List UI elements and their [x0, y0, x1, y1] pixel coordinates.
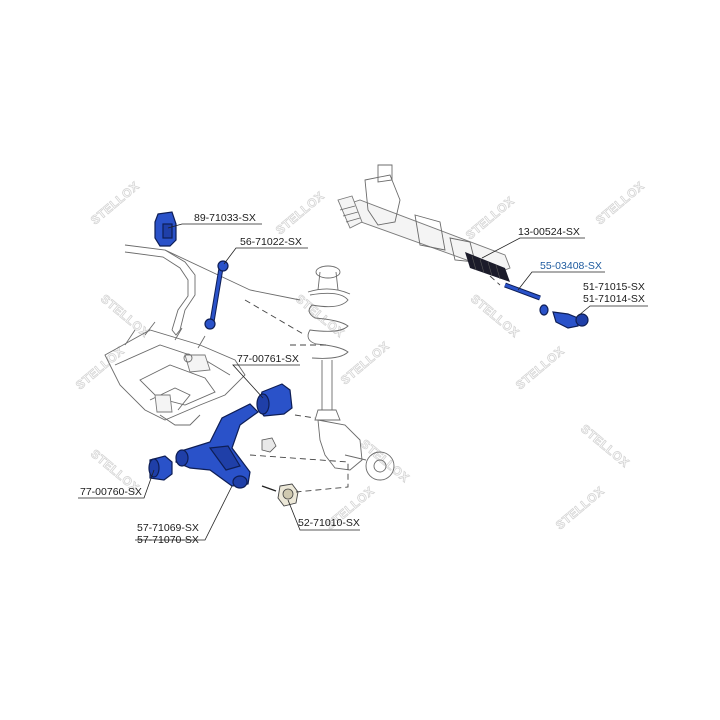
- arm-bushing-front-part[interactable]: [148, 455, 173, 481]
- control-arm-part[interactable]: [175, 403, 259, 489]
- watermark-text: STELLOX: [338, 339, 392, 388]
- label-stabilizer-link[interactable]: 56-71022-SX: [240, 236, 302, 248]
- watermark-text: STELLOX: [73, 344, 127, 393]
- label-stabilizer-bushing[interactable]: 89-71033-SX: [194, 212, 256, 224]
- watermark-text: STELLOX: [593, 179, 647, 228]
- label-tie-rod[interactable]: 55-03408-SX: [540, 260, 602, 272]
- stabilizer-link-part[interactable]: [204, 260, 229, 330]
- ball-joint-part[interactable]: [261, 483, 299, 507]
- label-ball-joint[interactable]: 52-71010-SX: [298, 517, 360, 529]
- rack-boot-part: [465, 252, 510, 282]
- assembly-dash-lines: [244, 275, 501, 493]
- watermark-text: STELLOX: [273, 189, 327, 238]
- stabilizer-bar: [124, 244, 301, 336]
- label-arm-bushing-front[interactable]: 77-00760-SX: [80, 486, 142, 498]
- strut-assembly: [307, 265, 351, 421]
- watermark-text: STELLOX: [468, 292, 522, 341]
- arm-bushing-rear-part[interactable]: [256, 383, 293, 417]
- label-control-arm-b[interactable]: 57-71070-SX: [137, 534, 199, 546]
- label-steering-rack[interactable]: 13-00524-SX: [518, 226, 580, 238]
- knuckle-hub: [317, 419, 395, 481]
- leader-lines: [78, 223, 648, 541]
- bolt-small: [261, 437, 277, 453]
- label-tie-rod-end-a[interactable]: 51-71015-SX: [583, 281, 645, 293]
- watermark-text: STELLOX: [463, 194, 517, 243]
- label-control-arm-a[interactable]: 57-71069-SX: [137, 522, 199, 534]
- part-labels: 89-71033-SX 56-71022-SX 13-00524-SX 55-0…: [80, 212, 645, 546]
- watermark-text: STELLOX: [513, 344, 567, 393]
- watermark-text: STELLOX: [553, 484, 607, 533]
- stabilizer-bushing-part[interactable]: [154, 211, 177, 247]
- label-arm-bushing-rear[interactable]: 77-00761-SX: [237, 353, 299, 365]
- tie-rod-end-part[interactable]: [539, 304, 589, 329]
- tie-rod-part[interactable]: [504, 282, 541, 301]
- watermark-text: STELLOX: [88, 179, 142, 228]
- watermark-text: STELLOX: [358, 437, 412, 486]
- watermark-text: STELLOX: [578, 422, 632, 471]
- label-tie-rod-end-b[interactable]: 51-71014-SX: [583, 293, 645, 305]
- subframe-outline: [104, 321, 246, 426]
